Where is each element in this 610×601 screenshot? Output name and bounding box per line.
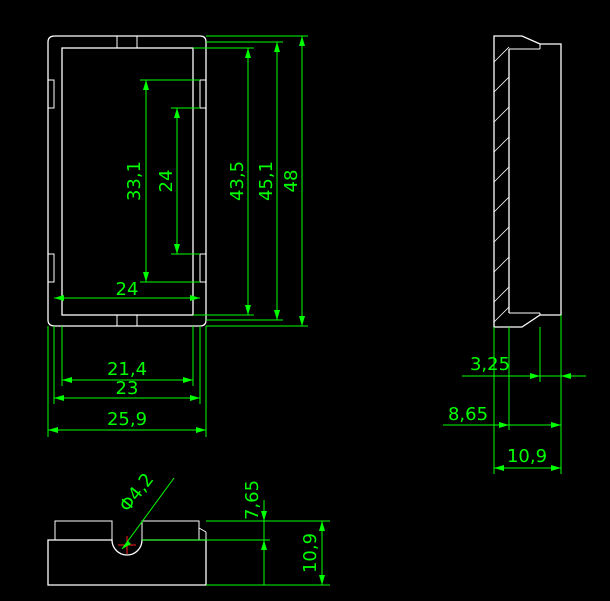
dim-hole-depth: 7,65: [242, 480, 267, 585]
dim-inner-height: 43,5: [193, 47, 254, 316]
side-hatching: [493, 46, 510, 323]
dim-body-height: 10,9: [300, 521, 325, 585]
dim-slot-height: 24: [156, 107, 200, 255]
front-right-slot-lower: [199, 253, 207, 283]
label-side-depth: 10,9: [507, 446, 547, 467]
dim-width-outer: 25,9: [48, 409, 206, 433]
bottom-top-ledge: [54, 520, 200, 540]
label-mid-height: 45,1: [256, 161, 277, 201]
label-width-outer: 25,9: [107, 409, 147, 430]
label-width-inner: 21,4: [107, 359, 147, 380]
dim-width-mid: 23: [54, 378, 200, 401]
label-outer-height: 48: [281, 170, 302, 193]
dim-side-step: 8,65: [443, 404, 561, 428]
dim-outer-height: 48: [206, 35, 308, 327]
label-body-height: 10,9: [300, 533, 321, 573]
front-top-tab: [116, 35, 138, 49]
front-view: 33,1 24 43,5 45,1: [47, 35, 308, 437]
label-wall-thickness: 3,25: [470, 354, 510, 375]
label-side-step: 8,65: [448, 404, 488, 425]
label-inner-width: 24: [116, 279, 139, 300]
label-hole-diameter: Φ4,2: [115, 469, 158, 516]
label-width-mid: 23: [116, 378, 139, 399]
label-hole-depth: 7,65: [242, 480, 263, 520]
front-right-slot-upper: [199, 79, 207, 109]
dim-side-depth: 10,9: [494, 446, 561, 471]
dim-hole-diameter: Φ4,2: [115, 469, 175, 550]
front-left-slot-upper: [47, 79, 55, 109]
dim-inner-height-short: 33,1: [124, 79, 200, 283]
dim-wall-thickness: 3,25: [462, 354, 586, 379]
label-inner-height: 43,5: [227, 161, 248, 201]
dim-mid-height: 45,1: [206, 41, 283, 321]
dim-width-inner: 21,4: [62, 359, 193, 383]
label-slot-height: 24: [156, 170, 177, 193]
front-left-slot-lower: [47, 253, 55, 283]
side-view: 3,25 8,65 10,9: [443, 35, 586, 474]
side-outline: [493, 35, 562, 328]
bottom-view: Φ4,2 7,65 10,9: [47, 469, 330, 586]
label-inner-height-short: 33,1: [124, 161, 145, 201]
front-bottom-tab: [116, 314, 138, 327]
dim-inner-width: 24: [54, 279, 200, 301]
